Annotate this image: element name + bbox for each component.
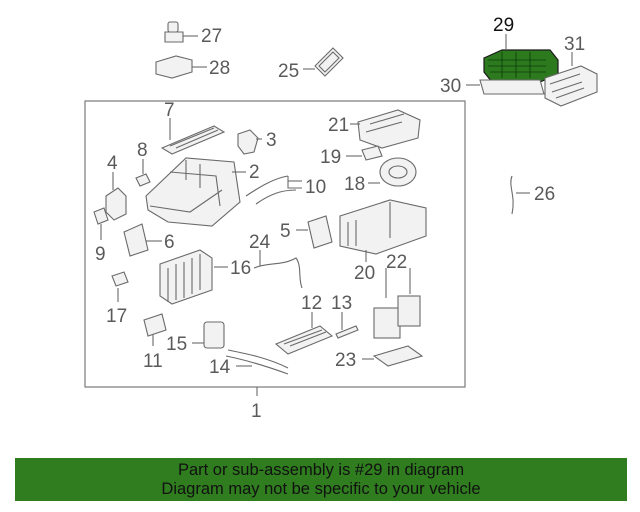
banner-line-2: Diagram may not be specific to your vehi…	[161, 480, 481, 498]
part-21-duct[interactable]	[350, 109, 421, 149]
callout-15: 15	[166, 334, 187, 355]
part-7-door[interactable]	[160, 118, 226, 155]
callout-16: 16	[230, 258, 251, 279]
part-10-hoses[interactable]	[245, 175, 302, 205]
callout-20: 20	[354, 263, 375, 284]
part-13-pipe[interactable]	[335, 312, 359, 339]
part-8-link[interactable]	[135, 159, 151, 187]
part-27-sensor[interactable]	[164, 21, 198, 43]
part-11-bracket[interactable]	[143, 313, 167, 346]
callout-25: 25	[278, 61, 299, 82]
callout-9: 9	[95, 244, 106, 265]
part-15-seal[interactable]	[192, 321, 225, 349]
callout-8: 8	[137, 140, 148, 161]
part-20-case[interactable]	[339, 199, 427, 262]
part-25-seal[interactable]	[303, 47, 344, 77]
callout-19: 19	[320, 147, 341, 168]
callout-2: 2	[249, 162, 260, 183]
part-9-clip[interactable]	[93, 207, 109, 240]
banner-background	[15, 458, 627, 501]
callout-29: 29	[493, 15, 514, 36]
part-31-filter-housing[interactable]	[544, 52, 598, 107]
callout-7: 7	[164, 100, 175, 121]
part-14-pipes[interactable]	[225, 349, 289, 375]
callout-26: 26	[534, 184, 555, 205]
part-30-filter-frame[interactable]	[466, 79, 545, 95]
callout-4: 4	[107, 153, 118, 174]
part-12-heater-core[interactable]	[274, 312, 334, 355]
part-18-blower-motor[interactable]	[368, 157, 417, 187]
part-23-plate[interactable]	[362, 345, 424, 367]
part-3-actuator[interactable]	[237, 129, 262, 155]
callout-31: 31	[564, 34, 585, 55]
callout-30: 30	[440, 76, 461, 97]
info-banner: Part or sub-assembly is #29 in diagram D…	[15, 458, 627, 501]
part-2-heater-case[interactable]	[145, 157, 246, 227]
part-29-filter-highlighted[interactable]	[483, 34, 559, 83]
part-22-filters[interactable]	[373, 268, 421, 339]
callout-14: 14	[209, 357, 231, 378]
callout-27: 27	[201, 26, 222, 47]
part-17-sensor[interactable]	[111, 271, 129, 302]
part-6-cover[interactable]	[123, 223, 162, 257]
part-26-sensor-wire[interactable]	[510, 175, 530, 215]
callout-6: 6	[164, 232, 175, 253]
callout-21: 21	[328, 115, 349, 136]
part-4-bracket[interactable]	[105, 172, 127, 221]
callout-5: 5	[280, 221, 291, 242]
callout-28: 28	[209, 58, 230, 79]
callout-12: 12	[301, 293, 322, 314]
callout-3: 3	[266, 130, 277, 151]
callout-23: 23	[335, 350, 356, 371]
callout-1: 1	[251, 401, 262, 422]
callout-24: 24	[249, 232, 271, 253]
assembly-box	[84, 100, 466, 388]
part-24-harness[interactable]	[253, 250, 303, 289]
callout-22: 22	[386, 252, 407, 273]
callout-13: 13	[331, 293, 352, 314]
part-16-evaporator[interactable]	[159, 249, 228, 305]
part-5-actuator[interactable]	[296, 215, 333, 249]
callout-17: 17	[106, 306, 127, 327]
callout-11: 11	[143, 351, 163, 372]
banner-line-1: Part or sub-assembly is #29 in diagram	[177, 461, 465, 479]
part-28-actuator[interactable]	[155, 55, 207, 79]
part-19-resistor[interactable]	[346, 145, 383, 161]
callout-18: 18	[344, 174, 365, 195]
callout-10: 10	[305, 177, 326, 198]
